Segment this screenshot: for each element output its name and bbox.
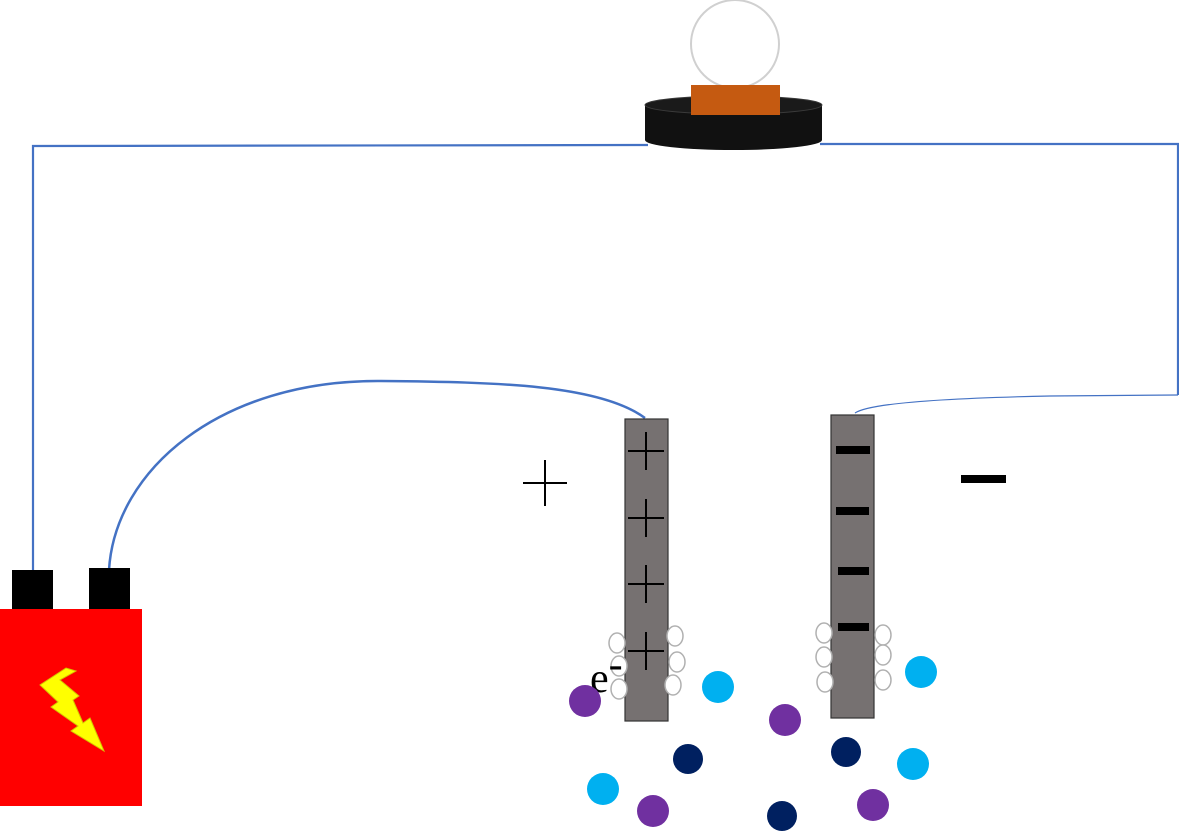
bubble [610,678,628,700]
ion-cyan [897,748,929,780]
battery-terminal-left [12,570,53,610]
gas-bubbles [608,622,892,700]
bubble [668,651,686,673]
bubble [815,646,833,668]
right-electrode-wire [854,394,1179,414]
bubble [610,655,628,677]
light-bulb-icon [644,0,823,151]
anode-sign-large [523,460,567,506]
bulb-socket [691,85,780,115]
top-wire-right [820,142,1179,395]
ion-purple [769,704,801,736]
battery-icon [0,568,142,806]
ion-purple [637,795,669,827]
ion-cyan [905,656,937,688]
ion-purple [857,789,889,821]
cathode-minus-signs [836,446,870,631]
top-wire [31,143,649,570]
bulb-base [645,105,822,151]
bulb-glass [690,0,780,89]
ion-cyan [587,773,619,805]
left-electrode-wire [107,379,646,571]
cathode-sign-large [961,475,1006,483]
ions [569,656,937,831]
ion-navy [673,744,703,774]
bubble [664,674,682,696]
bubble [874,624,892,646]
electron-charge: - [609,642,623,688]
bubble [874,644,892,666]
cathode-electrode [830,414,875,719]
ion-cyan [702,671,734,703]
bubble [816,671,834,693]
lightning-bolt-icon [39,667,106,753]
circuit-wires [31,142,1179,571]
anode-plus-signs [628,432,664,670]
ion-purple [569,685,601,717]
bubble [874,669,892,691]
bubble [815,622,833,644]
anode-electrode [624,418,669,722]
ion-navy [767,801,797,831]
ion-navy [831,737,861,767]
bubble [608,632,626,654]
battery-terminal-right [89,568,130,610]
bubble [666,625,684,647]
